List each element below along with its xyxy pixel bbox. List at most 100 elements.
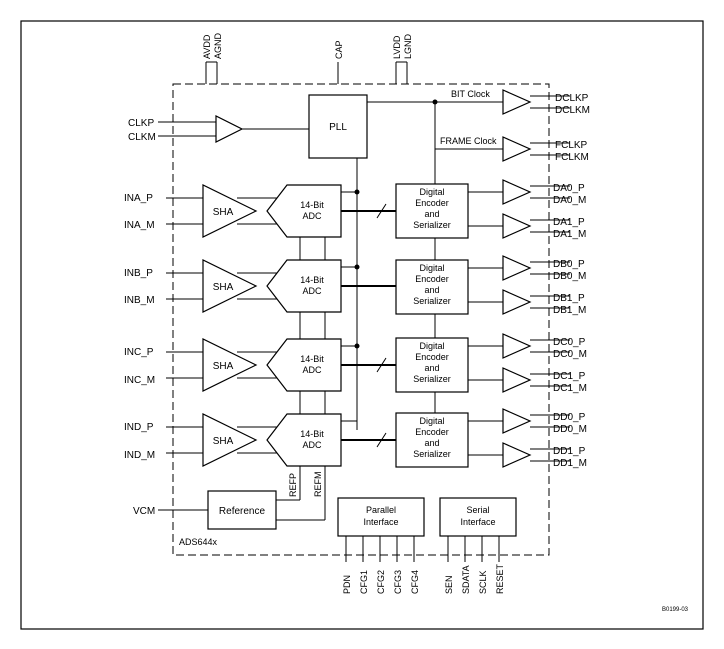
- svg-text:Serializer: Serializer: [413, 296, 451, 306]
- pin-fclkm: FCLKM: [555, 152, 589, 163]
- pin-ind-p: IND_P: [124, 422, 154, 433]
- svg-text:DA1_M: DA1_M: [553, 229, 586, 240]
- sha-d: [202, 413, 258, 467]
- figure-frame: [20, 20, 704, 630]
- svg-text:14-Bit: 14-Bit: [300, 200, 324, 210]
- svg-text:CFG1: CFG1: [359, 570, 369, 594]
- svg-text:PDN: PDN: [342, 575, 352, 594]
- pin-inc-m: INC_M: [124, 375, 155, 386]
- pin-ind-m: IND_M: [124, 450, 155, 461]
- top-pins: AVDD AGND CAP LVDD LGND: [202, 32, 413, 84]
- svg-text:Encoder: Encoder: [415, 352, 449, 362]
- svg-text:DB0_P: DB0_P: [553, 259, 585, 270]
- sha-a: [202, 184, 258, 238]
- svg-text:Encoder: Encoder: [415, 427, 449, 437]
- clock-input-buffer: [215, 115, 244, 143]
- svg-text:14-Bit: 14-Bit: [300, 275, 324, 285]
- svg-text:DC0_P: DC0_P: [553, 337, 586, 348]
- fclk-output-buffer: [502, 136, 532, 162]
- pin-inc-p: INC_P: [124, 347, 154, 358]
- channel-d: IND_P IND_M SHA 14-Bit ADC Digital Encod…: [124, 408, 587, 469]
- pin-clkp: CLKP: [128, 118, 154, 129]
- chip-name: ADS644x: [179, 537, 218, 547]
- pin-agnd: AGND: [213, 32, 223, 59]
- reference-block: [207, 490, 277, 530]
- parallel-interface: Parallel Interface PDN CFG1 CFG2 CFG3 CF…: [337, 497, 425, 594]
- pin-fclkp: FCLKP: [555, 140, 588, 151]
- svg-text:SCLK: SCLK: [478, 570, 488, 594]
- svg-text:Serializer: Serializer: [413, 220, 451, 230]
- adc-c: [266, 338, 342, 392]
- channel-a: INA_P INA_M SHA 14-Bit ADC Digital Encod…: [124, 179, 586, 240]
- pin-inb-m: INB_M: [124, 295, 155, 306]
- encoder-c: [395, 337, 469, 393]
- pin-dclkp: DCLKP: [555, 93, 589, 104]
- svg-text:ADC: ADC: [302, 211, 322, 221]
- svg-text:DC1_M: DC1_M: [553, 383, 587, 394]
- refp-label: REFP: [288, 473, 298, 497]
- svg-text:Serializer: Serializer: [413, 449, 451, 459]
- svg-text:14-Bit: 14-Bit: [300, 354, 324, 364]
- frame-clock-label: FRAME Clock: [440, 136, 497, 146]
- svg-text:SHA: SHA: [213, 207, 234, 218]
- pin-inb-p: INB_P: [124, 268, 153, 279]
- svg-text:Digital: Digital: [419, 263, 444, 273]
- dclk-output-buffer: [502, 89, 532, 115]
- svg-text:Interface: Interface: [363, 517, 398, 527]
- svg-text:DB1_P: DB1_P: [553, 293, 585, 304]
- svg-text:DD1_P: DD1_P: [553, 446, 586, 457]
- adc-b: [266, 259, 342, 313]
- sha-b: [202, 259, 258, 313]
- reference-bus: REFP REFM: [276, 237, 326, 521]
- serial-interface: Serial Interface SEN SDATA SCLK RESET: [439, 497, 517, 594]
- svg-text:RESET: RESET: [495, 563, 505, 594]
- svg-text:CFG3: CFG3: [393, 570, 403, 594]
- pin-clkm: CLKM: [128, 132, 156, 143]
- svg-text:Digital: Digital: [419, 341, 444, 351]
- pll-label: PLL: [329, 122, 347, 133]
- svg-text:SHA: SHA: [213, 361, 234, 372]
- svg-text:CFG4: CFG4: [410, 570, 420, 594]
- encoder-b: [395, 259, 469, 315]
- encoder-d: [395, 412, 469, 468]
- pin-cap: CAP: [334, 40, 344, 59]
- channel-b: INB_P INB_M SHA 14-Bit ADC Digital Encod…: [124, 255, 586, 316]
- sha-c: [202, 338, 258, 392]
- svg-text:and: and: [424, 363, 439, 373]
- svg-text:DD0_P: DD0_P: [553, 412, 586, 423]
- svg-text:ADC: ADC: [302, 286, 322, 296]
- svg-text:DB1_M: DB1_M: [553, 305, 586, 316]
- svg-text:DA1_P: DA1_P: [553, 217, 585, 228]
- svg-text:SEN: SEN: [444, 575, 454, 594]
- pin-avdd: AVDD: [202, 34, 212, 59]
- svg-text:SDATA: SDATA: [461, 565, 471, 594]
- pin-lvdd: LVDD: [392, 35, 402, 59]
- pin-lgnd: LGND: [403, 33, 413, 59]
- svg-text:SHA: SHA: [213, 436, 234, 447]
- pin-ina-m: INA_M: [124, 220, 155, 231]
- svg-text:DA0_M: DA0_M: [553, 195, 586, 206]
- svg-text:Digital: Digital: [419, 187, 444, 197]
- svg-text:Encoder: Encoder: [415, 274, 449, 284]
- svg-text:Interface: Interface: [460, 517, 495, 527]
- svg-text:Serializer: Serializer: [413, 374, 451, 384]
- clock-section: CLKP CLKM PLL BIT Clock DCLKP DCLKM FRAM…: [128, 89, 590, 430]
- svg-text:Encoder: Encoder: [415, 198, 449, 208]
- svg-text:SHA: SHA: [213, 282, 234, 293]
- reference-label: Reference: [219, 506, 266, 517]
- svg-text:DD1_M: DD1_M: [553, 458, 587, 469]
- svg-text:14-Bit: 14-Bit: [300, 429, 324, 439]
- pin-dclkm: DCLKM: [555, 105, 590, 116]
- svg-text:DC1_P: DC1_P: [553, 371, 586, 382]
- adc-d: [266, 413, 342, 467]
- svg-text:ADC: ADC: [302, 365, 322, 375]
- svg-text:DC0_M: DC0_M: [553, 349, 587, 360]
- svg-text:Digital: Digital: [419, 416, 444, 426]
- pin-vcm: VCM: [133, 506, 155, 517]
- channel-c: INC_P INC_M SHA 14-Bit ADC Digital Encod…: [124, 333, 587, 394]
- svg-text:and: and: [424, 285, 439, 295]
- svg-text:DA0_P: DA0_P: [553, 183, 585, 194]
- svg-text:and: and: [424, 209, 439, 219]
- pll-block: [308, 94, 368, 159]
